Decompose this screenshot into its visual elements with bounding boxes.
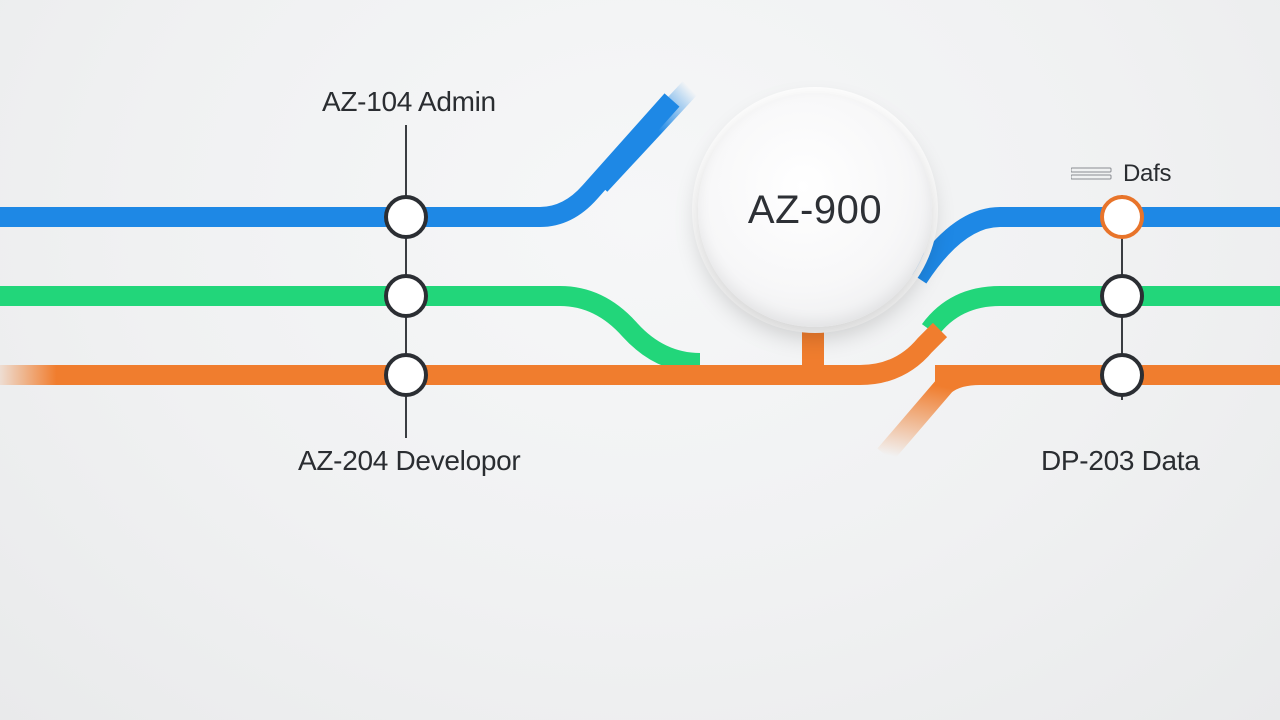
orange-line-right: [877, 365, 1280, 462]
station-admin-green[interactable]: [384, 274, 428, 318]
hub-label: AZ-900: [747, 187, 883, 232]
station-label-dp203: DP-203 Data: [1041, 445, 1200, 476]
green-line: [0, 286, 701, 373]
station-data-green[interactable]: [1100, 274, 1144, 318]
hub-station-az900[interactable]: AZ-900: [698, 93, 932, 327]
station-label-data-top: Dafs: [1071, 160, 1171, 188]
station-label-admin: AZ-104 Admin: [322, 86, 496, 117]
station-admin-orange[interactable]: [384, 353, 428, 397]
station-data-orange[interactable]: [1100, 353, 1144, 397]
station-admin-blue[interactable]: [384, 195, 428, 239]
illegible-text-glyph: [1071, 167, 1112, 180]
blue-line-right: [909, 207, 1280, 284]
orange-line: [0, 322, 948, 385]
station-label-developer: AZ-204 Developor: [298, 445, 521, 476]
station-label-data-top-text: Dafs: [1123, 160, 1172, 187]
blue-line: [0, 93, 680, 227]
blue-line-branch-fade: [592, 81, 698, 192]
green-line-right: [921, 286, 1280, 337]
station-data-blue[interactable]: [1100, 195, 1144, 239]
